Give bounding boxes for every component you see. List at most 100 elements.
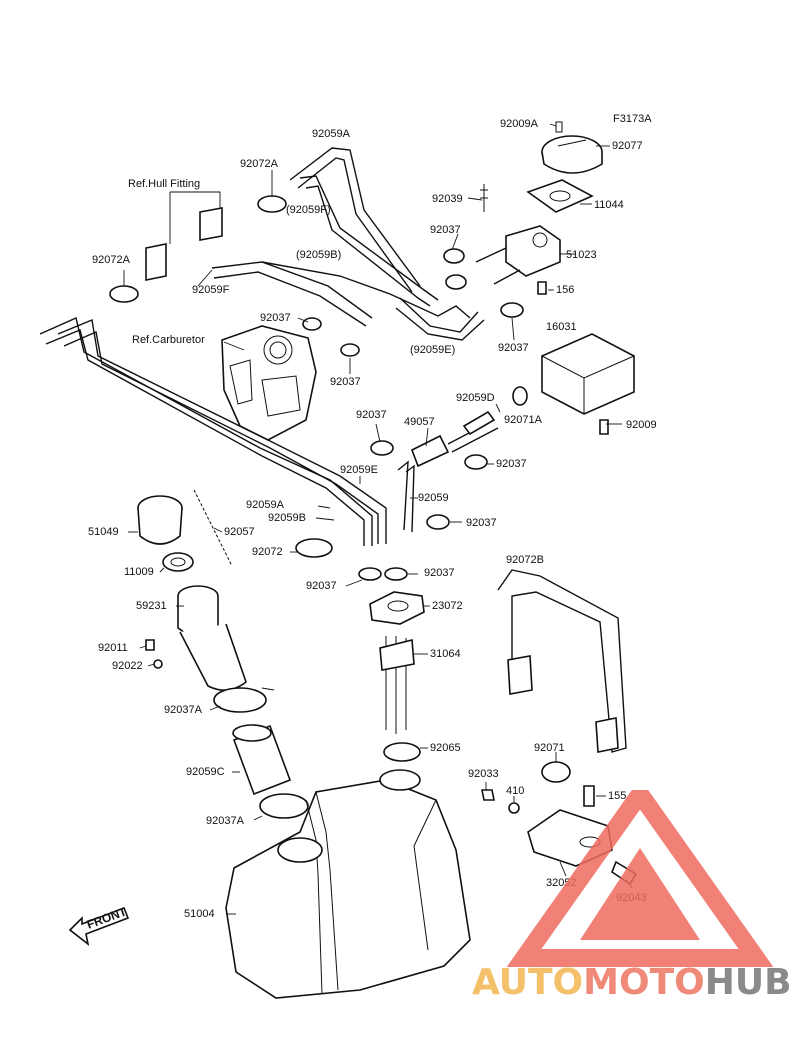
leader-lines	[123, 123, 633, 915]
diagram-code: F3173A	[613, 113, 652, 125]
gasket-11009	[162, 552, 194, 572]
label-ref-hull-fitting: Ref.Hull Fitting	[128, 178, 201, 190]
strap-92072B	[497, 569, 627, 753]
label-92009: 92009	[626, 419, 657, 431]
label-92059B-top: (92059B)	[296, 249, 342, 261]
grommet-92071	[541, 761, 571, 783]
label-51049: 51049	[88, 526, 119, 538]
label-51023: 51023	[566, 249, 597, 261]
screw-92009A	[555, 121, 563, 133]
hull-fitting-right	[199, 207, 223, 241]
watermark-auto: AUTO	[472, 962, 584, 1003]
label-31064: 31064	[430, 648, 461, 660]
label-92009A: 92009A	[500, 118, 538, 130]
bolt-155	[583, 785, 595, 807]
hose-92059	[397, 460, 415, 533]
pump-51023	[475, 225, 561, 285]
clamp-92037A-lower	[259, 793, 309, 819]
clamp-92037A-upper	[213, 687, 275, 713]
cord-92057	[193, 489, 233, 567]
label-92059C: 92059C	[186, 766, 225, 778]
label-92072: 92072	[252, 546, 283, 558]
cap-51049	[137, 495, 183, 545]
label-92037-b: 92037	[260, 312, 291, 324]
clamp-92072A-top	[257, 195, 287, 213]
label-92059F-top: (92059F)	[286, 204, 331, 216]
hull-fitting-left	[145, 243, 167, 281]
label-92057: 92057	[224, 526, 255, 538]
nut-23072	[369, 591, 425, 625]
nut-92033	[481, 789, 495, 801]
block-16031	[541, 333, 635, 435]
label-155: 155	[608, 790, 627, 802]
screw-92011	[145, 639, 155, 651]
label-92071A: 92071A	[504, 414, 542, 426]
hose-92059E	[395, 297, 485, 341]
label-92059E: 92059E	[340, 464, 378, 476]
label-92071: 92071	[534, 742, 565, 754]
watermark-hub: HUB	[704, 962, 792, 1003]
clamps-mid	[295, 440, 488, 581]
washer-92022	[153, 659, 163, 669]
watermark-logo: AUTOMOTOHUB	[472, 962, 792, 1003]
front-arrow-icon	[68, 906, 130, 946]
label-92037-e: 92037	[356, 409, 387, 421]
hose-92059A	[289, 147, 421, 293]
carburetor	[221, 317, 360, 441]
label-92059E-top: (92059E)	[410, 344, 456, 356]
label-92059: 92059	[418, 492, 449, 504]
label-92037-a: 92037	[430, 224, 461, 236]
label-92037-c: 92037	[498, 342, 529, 354]
label-92077: 92077	[612, 140, 643, 152]
fitting-92039	[480, 184, 488, 212]
label-92037-i: 92037	[306, 580, 337, 592]
long-hoses	[39, 317, 387, 546]
hose-92059D	[462, 386, 528, 436]
label-92037-d: 92037	[330, 376, 361, 388]
hose-92059F-upper	[299, 175, 439, 307]
label-11044: 11044	[594, 199, 624, 211]
label-49057: 49057	[404, 416, 435, 428]
watermark-moto: MOTO	[583, 962, 705, 1003]
label-92037-f: 92037	[496, 458, 527, 470]
label-11009: 11009	[124, 566, 154, 578]
label-23072: 23072	[432, 600, 463, 612]
label-92037-g: 92037	[466, 517, 497, 529]
hose-92059B	[211, 261, 471, 327]
pickup-31064	[379, 636, 415, 734]
label-16031: 16031	[546, 321, 577, 333]
label-92059F: 92059F	[192, 284, 230, 296]
label-92065: 92065	[430, 742, 461, 754]
bolt-156	[537, 281, 547, 295]
neck-59231	[177, 585, 247, 691]
cap-92077	[541, 135, 603, 174]
label-51004: 51004	[184, 908, 215, 920]
label-92059B: 92059B	[268, 512, 306, 524]
hose-92059C	[232, 724, 292, 796]
label-92037-h: 92037	[424, 567, 455, 579]
label-59231: 59231	[136, 600, 167, 612]
label-92022: 92022	[112, 660, 143, 672]
label-ref-carburetor: Ref.Carburetor	[132, 334, 205, 346]
label-92059D: 92059D	[456, 392, 495, 404]
label-92072A-left: 92072A	[92, 254, 130, 266]
label-92059A-top: 92059A	[312, 128, 350, 140]
label-156: 156	[556, 284, 575, 296]
tank-51004	[225, 769, 471, 999]
label-92033: 92033	[468, 768, 499, 780]
washer-410	[508, 802, 520, 814]
label-410: 410	[506, 785, 525, 797]
watermark-triangle-icon	[506, 790, 774, 967]
label-92037A-b: 92037A	[206, 815, 244, 827]
clamp-92072A-left	[109, 285, 139, 303]
gasket-92065	[383, 742, 421, 762]
label-92072A-top: 92072A	[240, 158, 278, 170]
label-92011: 92011	[98, 642, 128, 654]
label-92059A: 92059A	[246, 499, 284, 511]
label-92039: 92039	[432, 193, 463, 205]
plate-11044	[526, 179, 594, 213]
label-92037A-a: 92037A	[164, 704, 202, 716]
label-92072B: 92072B	[506, 554, 544, 566]
